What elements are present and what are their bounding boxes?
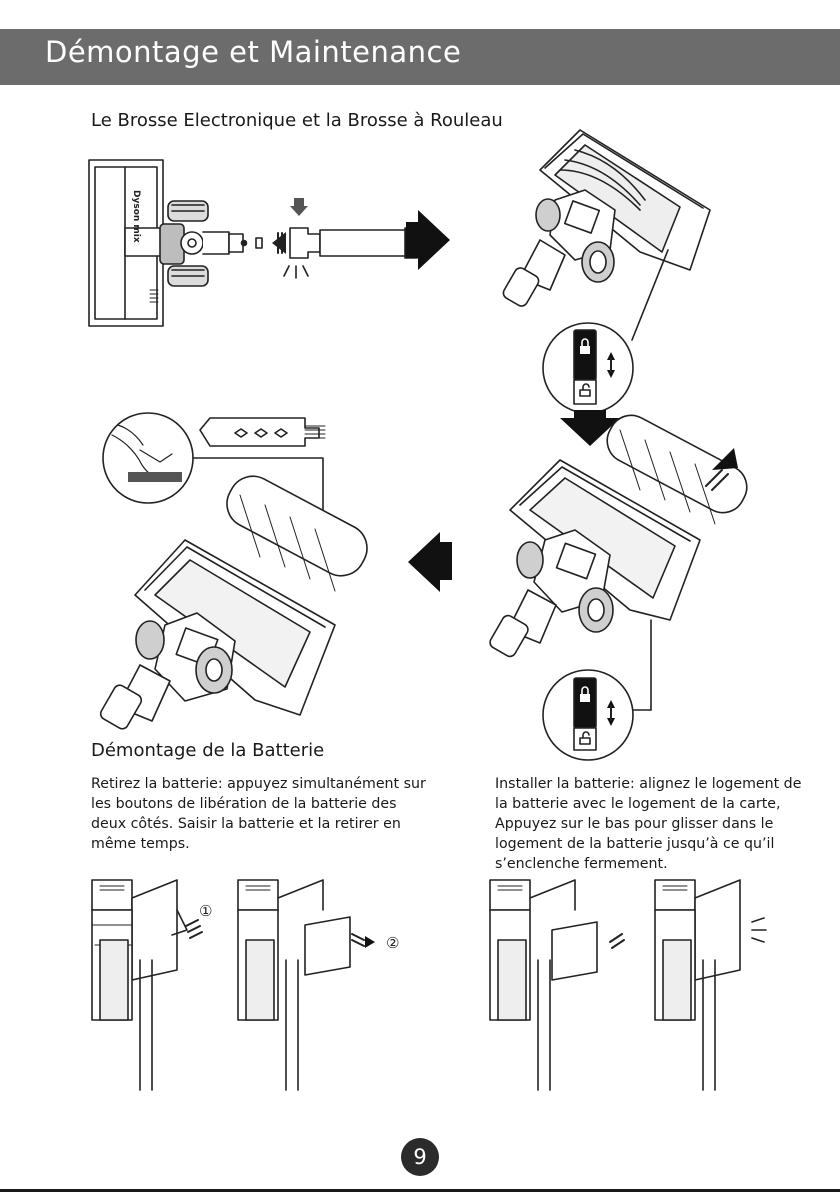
lock-indicator-top [542,322,634,414]
brush-head-top-view-figure [88,159,418,327]
remove-line: deux côtés. Saisir la batterie et la ret… [91,816,401,832]
step-1-marker: ① [199,902,212,920]
page-title: Démontage et Maintenance [45,35,462,69]
brush-section-title: Le Brosse Electronique et la Brosse à Ro… [91,110,503,131]
install-battery-instructions: Installer la batterie: alignez le logeme… [495,774,801,874]
brush-head-roller-removed-figure [489,414,748,711]
battery-section-title: Démontage de la Batterie [91,740,325,761]
cleaning-detail-figure [99,412,368,730]
battery-figure-install-2 [654,879,767,1091]
remove-line: même temps. [91,836,190,852]
header-band [0,29,840,85]
brush-head-angled-figure [502,129,711,341]
remove-line: les boutons de libération de la batterie… [91,796,397,812]
install-line: Installer la batterie: alignez le logeme… [495,776,802,792]
page-number: 9 [401,1138,439,1176]
step-2-marker: ② [386,934,399,952]
battery-figure-remove-2 [237,879,375,1091]
battery-figure-install-1 [489,879,625,1091]
install-line: Appuyez sur le bas pour glisser dans le [495,816,774,832]
install-line: la batterie avec le logement de la carte… [495,796,781,812]
lock-indicator-bottom [542,669,634,761]
footer-rule [0,1189,840,1192]
brand-label: Dyson mix [131,190,141,243]
install-line: s’enclenche fermement. [495,856,668,872]
battery-figure-remove-1 [91,879,203,1091]
remove-battery-instructions: Retirez la batterie: appuyez simultanéme… [91,774,426,854]
remove-line: Retirez la batterie: appuyez simultanéme… [91,776,426,792]
install-line: logement de la batterie jusqu’à ce qu’il [495,836,775,852]
